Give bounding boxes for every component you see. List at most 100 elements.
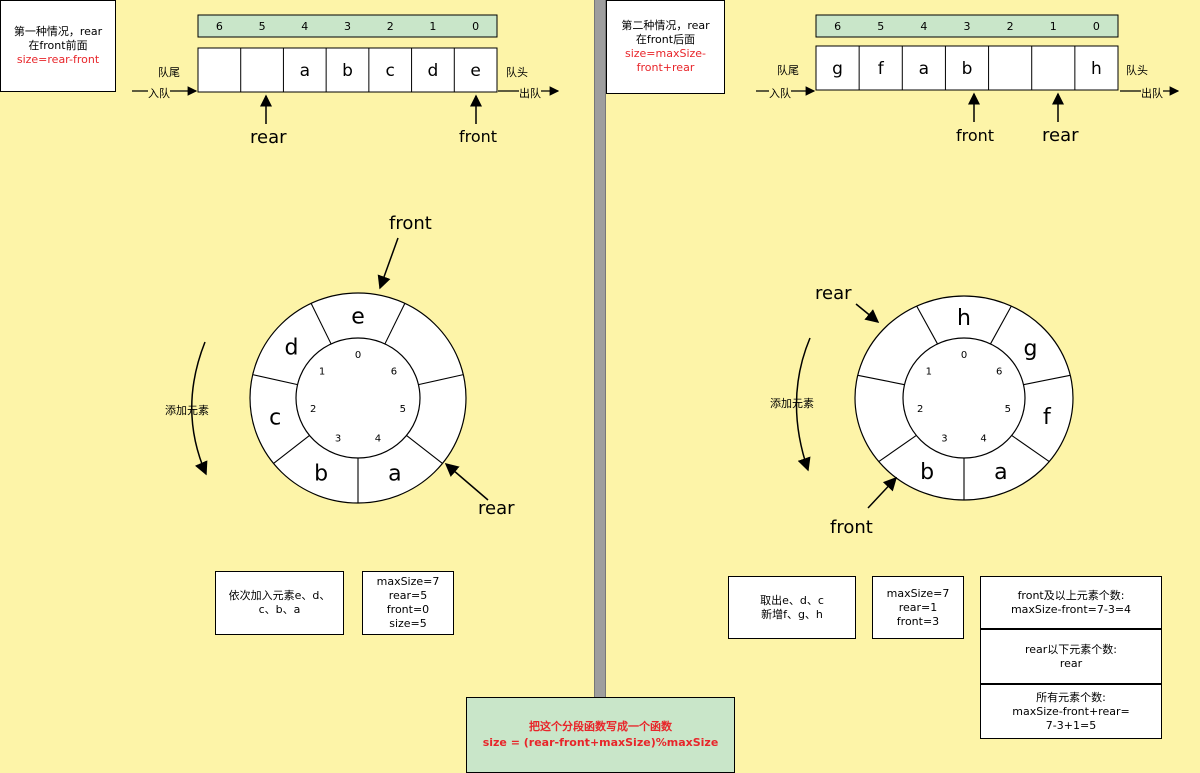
index-label: 1 xyxy=(1050,20,1057,33)
ring-divider xyxy=(273,434,310,464)
index-label: 3 xyxy=(344,20,351,33)
ring-divider xyxy=(310,303,332,345)
ring-slot-value: h xyxy=(957,306,971,331)
head-label: 队头 xyxy=(1126,64,1148,77)
ring-divider xyxy=(857,374,905,386)
rear-count-line2: rear xyxy=(1059,656,1083,670)
vars-note: maxSize=7 rear=5 front=0 size=5 xyxy=(362,571,454,635)
rear-label: rear xyxy=(250,127,287,148)
ring-index: 1 xyxy=(319,367,325,378)
ops-line2: 新增f、g、h xyxy=(761,607,823,621)
queue-array xyxy=(815,45,1119,91)
queue-cell: c xyxy=(386,61,395,81)
ring-front-label: front xyxy=(389,213,432,234)
index-label: 6 xyxy=(216,20,223,33)
ring-index: 2 xyxy=(917,404,923,415)
index-label: 3 xyxy=(964,20,971,33)
formula-expression: size = (rear-front+maxSize)%maxSize xyxy=(482,736,719,749)
ring-divider xyxy=(1023,374,1071,386)
queue-cell: d xyxy=(428,61,439,81)
queue-cell: f xyxy=(878,59,885,79)
case2-formula-line2: front+rear xyxy=(636,61,695,74)
ring-index: 6 xyxy=(391,367,397,378)
ring-rear-arrow xyxy=(444,463,489,501)
total-count-line2: maxSize-front+rear= xyxy=(1012,704,1130,718)
ring-rear-label: rear xyxy=(815,283,852,304)
formula-title: 把这个分段函数写成一个函数 xyxy=(529,720,672,733)
index-label: 4 xyxy=(920,20,927,33)
case1-line1: 第一种情况，rear xyxy=(13,25,103,38)
ring-front-arrow xyxy=(377,237,399,290)
var-rear: rear=5 xyxy=(388,589,428,602)
queue-cell: a xyxy=(919,59,929,79)
ring-front-label: front xyxy=(830,517,873,538)
ring-divider xyxy=(252,374,298,386)
ring-rear-arrow xyxy=(855,303,880,323)
ring-index: 4 xyxy=(980,434,986,445)
index-label: 0 xyxy=(1093,20,1100,33)
ring-slot-value: b xyxy=(920,460,934,485)
index-label: 5 xyxy=(877,20,884,33)
index-label: 1 xyxy=(429,20,436,33)
ring-index: 6 xyxy=(996,367,1002,378)
tail-label: 队尾 xyxy=(777,64,799,77)
queue-cell: b xyxy=(962,59,973,79)
dequeue-label: 出队 xyxy=(1141,85,1163,101)
ring-index: 0 xyxy=(961,350,967,361)
front-count-line1: front及以上元素个数: xyxy=(1017,588,1125,602)
ring-slot-value: a xyxy=(388,461,401,486)
ops-line1: 取出e、d、c xyxy=(760,593,824,607)
ring-slot-value: g xyxy=(1023,336,1037,361)
ring-divider xyxy=(989,305,1012,345)
ops-line2: c、b、a xyxy=(258,603,301,616)
index-label: 5 xyxy=(259,20,266,33)
head-label: 队头 xyxy=(506,66,528,79)
right-panel: 第二种情况，rear 在front后面 size=maxSize- front+… xyxy=(605,0,1200,773)
front-label: front xyxy=(956,126,995,145)
front-count-note: front及以上元素个数: maxSize-front=7-3=4 xyxy=(980,576,1162,629)
add-direction-arrow xyxy=(191,341,208,476)
ring-index: 2 xyxy=(310,404,316,415)
queue-cell: h xyxy=(1091,59,1102,79)
var-front: front=3 xyxy=(896,614,940,628)
rear-label: rear xyxy=(1042,125,1079,146)
add-element-label: 添加元素 xyxy=(770,397,814,410)
index-label: 2 xyxy=(387,20,394,33)
front-label: front xyxy=(459,127,498,146)
index-label: 2 xyxy=(1007,20,1014,33)
ops-note: 依次加入元素e、d、 c、b、a xyxy=(215,571,344,635)
case2-note: 第二种情况，rear 在front后面 size=maxSize- front+… xyxy=(606,0,725,94)
rear-count-note: rear以下元素个数: rear xyxy=(980,629,1162,684)
case1-formula: size=rear-front xyxy=(16,53,100,66)
tail-label: 队尾 xyxy=(158,66,180,79)
case2-formula-line1: size=maxSize- xyxy=(624,47,707,60)
ring-index: 1 xyxy=(926,367,932,378)
index-label: 6 xyxy=(834,20,841,33)
var-size: size=5 xyxy=(389,617,427,630)
ring-index: 5 xyxy=(400,404,406,415)
ops-note: 取出e、d、c 新增f、g、h xyxy=(728,576,856,639)
ring-slot-value: c xyxy=(269,405,281,430)
queue-array xyxy=(197,47,498,93)
add-element-label: 添加元素 xyxy=(165,404,209,417)
ring-index: 0 xyxy=(355,350,361,361)
var-maxsize: maxSize=7 xyxy=(886,586,950,600)
case2-line1: 第二种情况，rear xyxy=(621,19,710,32)
queue-cell: b xyxy=(342,61,353,81)
ring-slot-value: d xyxy=(285,336,299,361)
enqueue-label: 入队 xyxy=(148,85,170,101)
case1-line2: 在front前面 xyxy=(28,39,88,52)
var-maxsize: maxSize=7 xyxy=(376,575,440,588)
queue-cell: g xyxy=(832,59,843,79)
ring-front-arrow xyxy=(867,476,898,509)
right-array-diagram: 6 5 4 3 2 1 0 g f a b h xyxy=(756,14,1180,122)
vars-note: maxSize=7 rear=1 front=3 xyxy=(872,576,964,639)
index-label: 0 xyxy=(472,20,479,33)
ops-line1: 依次加入元素e、d、 xyxy=(228,589,331,602)
rear-count-line1: rear以下元素个数: xyxy=(1024,642,1118,656)
total-count-note: 所有元素个数: maxSize-front+rear= 7-3+1=5 xyxy=(980,684,1162,739)
queue-cell: e xyxy=(470,61,480,81)
